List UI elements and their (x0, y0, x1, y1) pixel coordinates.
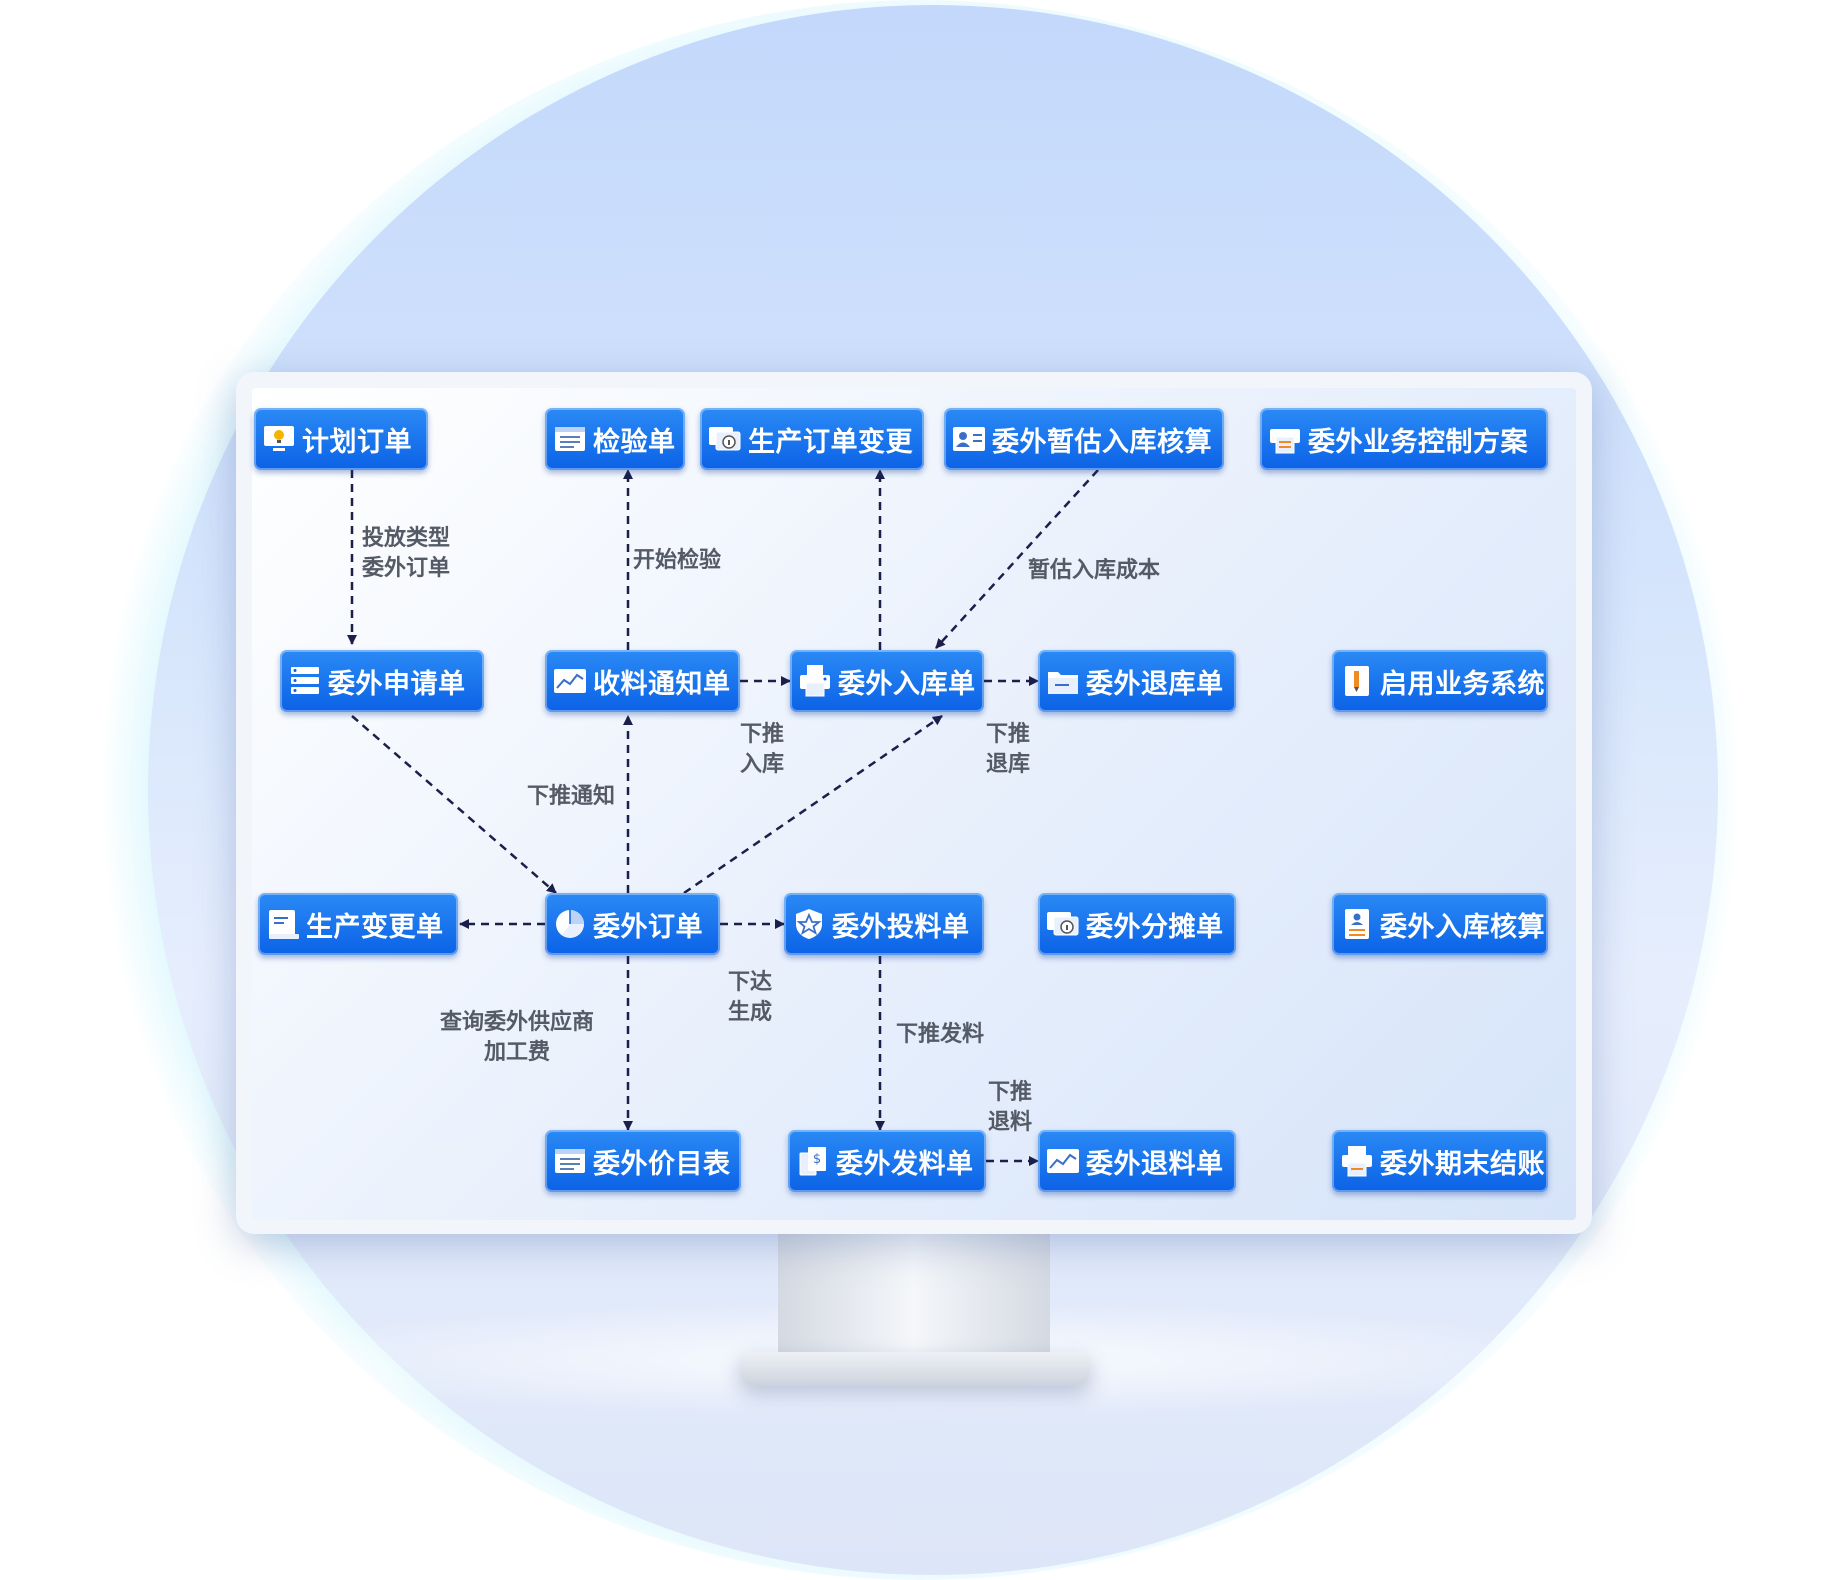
node-plan-order[interactable]: 计划订单 (254, 408, 428, 470)
folder-icon (1044, 662, 1082, 700)
edge-estimate-to-stockin (935, 469, 1099, 649)
contact-card-icon (950, 420, 988, 458)
node-outsource-price-list[interactable]: 委外价目表 (545, 1130, 741, 1192)
person-doc-icon (1338, 905, 1376, 943)
node-outsource-stock-in[interactable]: 委外入库单 (790, 650, 984, 712)
edge-label-push-return-material: 下推 退料 (988, 1080, 1033, 1135)
monitor-base (740, 1352, 1090, 1386)
node-label: 委外退库单 (1086, 668, 1224, 700)
node-outsource-feed[interactable]: 委外投料单 (784, 893, 984, 955)
list-window-icon (551, 420, 589, 458)
node-label: 委外订单 (593, 911, 703, 943)
chart-window-icon (1044, 1142, 1082, 1180)
node-label: 委外暂估入库核算 (992, 426, 1212, 458)
node-production-order-change[interactable]: 生产订单变更 (700, 408, 924, 470)
monitor-screen (252, 388, 1576, 1220)
pen-doc-icon (1338, 662, 1376, 700)
node-inspection[interactable]: 检验单 (545, 408, 685, 470)
svg-text:$: $ (813, 1152, 821, 1167)
edge-label-start-inspection: 开始检验 (633, 548, 722, 573)
star-shield-icon (790, 905, 828, 943)
node-outsource-estimate-accounting[interactable]: 委外暂估入库核算 (944, 408, 1224, 470)
printer-doc-icon (1266, 420, 1304, 458)
node-label: 委外入库单 (838, 668, 976, 700)
info-cards-icon (706, 420, 744, 458)
edge-label-query-price: 查询委外供应商 加工费 (440, 1010, 595, 1065)
node-label: 委外申请单 (328, 668, 466, 700)
edge-order-to-stockin (683, 714, 943, 895)
node-outsource-return-stock[interactable]: 委外退库单 (1038, 650, 1236, 712)
printer-icon (796, 662, 834, 700)
node-outsource-allocation[interactable]: 委外分摊单 (1038, 893, 1236, 955)
book-icon (264, 905, 302, 943)
monitor-neck (778, 1234, 1050, 1354)
node-production-change[interactable]: 生产变更单 (258, 893, 458, 955)
node-label: 委外投料单 (832, 911, 970, 943)
chart-window-icon (551, 662, 589, 700)
node-outsource-request[interactable]: 委外申请单 (280, 650, 484, 712)
node-outsource-control-plan[interactable]: 委外业务控制方案 (1260, 408, 1548, 470)
node-outsource-period-close[interactable]: 委外期末结账 (1332, 1130, 1548, 1192)
node-outsource-order[interactable]: 委外订单 (545, 893, 720, 955)
node-label: 计划订单 (302, 426, 412, 458)
edge-label-push-stock-in: 下推 入库 (740, 722, 785, 777)
edge-label-estimate-cost: 暂估入库成本 (1028, 558, 1161, 583)
server-list-icon (286, 662, 324, 700)
node-receipt-notice[interactable]: 收料通知单 (545, 650, 740, 712)
edge-label-release-type: 投放类型 委外订单 (362, 526, 451, 581)
node-label: 委外分摊单 (1086, 911, 1224, 943)
node-outsource-issue[interactable]: $ 委外发料单 (788, 1130, 986, 1192)
node-label: 委外发料单 (836, 1148, 974, 1180)
node-label: 委外入库核算 (1380, 911, 1545, 943)
monitor-bulb-icon (260, 420, 298, 458)
node-label: 委外期末结账 (1380, 1148, 1545, 1180)
edge-label-issue-generate: 下达 生成 (728, 970, 773, 1025)
pie-chart-icon (551, 905, 589, 943)
node-label: 委外价目表 (593, 1148, 731, 1180)
node-label: 委外退料单 (1086, 1148, 1224, 1180)
node-enable-system[interactable]: 启用业务系统 (1332, 650, 1548, 712)
node-label: 检验单 (593, 426, 676, 458)
node-label: 委外业务控制方案 (1308, 426, 1528, 458)
info-cards-icon (1044, 905, 1082, 943)
node-outsource-return-material[interactable]: 委外退料单 (1038, 1130, 1236, 1192)
edge-label-push-notice: 下推通知 (527, 784, 616, 809)
node-label: 收料通知单 (593, 668, 731, 700)
edge-label-push-issue: 下推发料 (896, 1022, 985, 1047)
list-window-icon (551, 1142, 589, 1180)
node-label: 启用业务系统 (1380, 668, 1545, 700)
edge-label-push-return-stock: 下推 退库 (986, 722, 1031, 777)
printer-doc-icon (1338, 1142, 1376, 1180)
node-label: 生产变更单 (306, 911, 444, 943)
edge-request-to-order (351, 715, 557, 894)
node-label: 生产订单变更 (748, 426, 913, 458)
dollar-docs-icon: $ (794, 1142, 832, 1180)
node-outsource-stock-accounting[interactable]: 委外入库核算 (1332, 893, 1548, 955)
